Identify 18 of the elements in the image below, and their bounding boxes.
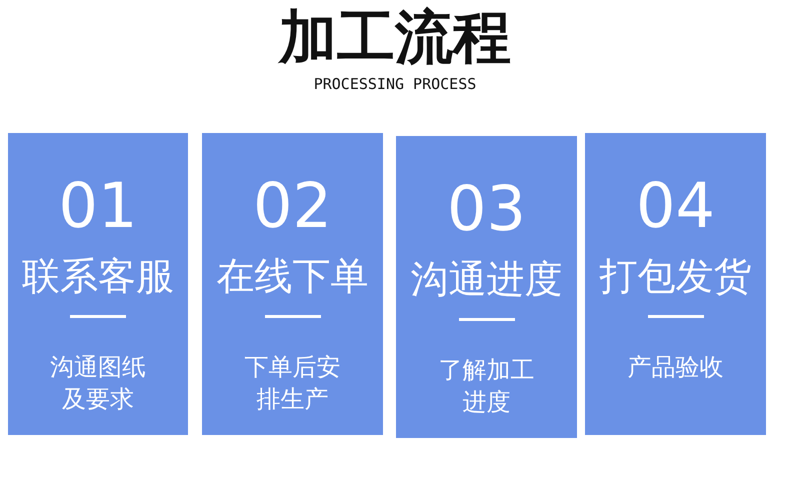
step-number: 04: [636, 169, 715, 242]
step-number: 02: [253, 169, 332, 242]
step-description: 沟通图纸及要求: [49, 352, 147, 415]
step-title: 联系客服: [22, 254, 174, 298]
step-description: 了解加工进度: [438, 355, 536, 418]
step-description: 下单后安排生产: [244, 352, 342, 415]
step-number: 03: [447, 172, 526, 245]
step-title: 在线下单: [216, 254, 368, 298]
title: 加工流程: [276, 2, 512, 72]
step-description: 产品验收: [628, 352, 724, 383]
step-card: [585, 133, 766, 435]
step-card: [202, 133, 383, 435]
subtitle: PROCESSING PROCESS: [314, 75, 476, 93]
step-title: 打包发货: [600, 254, 752, 298]
step-title: 沟通进度: [410, 257, 562, 301]
step-card: [8, 133, 188, 435]
step-number: 01: [58, 169, 138, 242]
step-card: [396, 136, 577, 438]
